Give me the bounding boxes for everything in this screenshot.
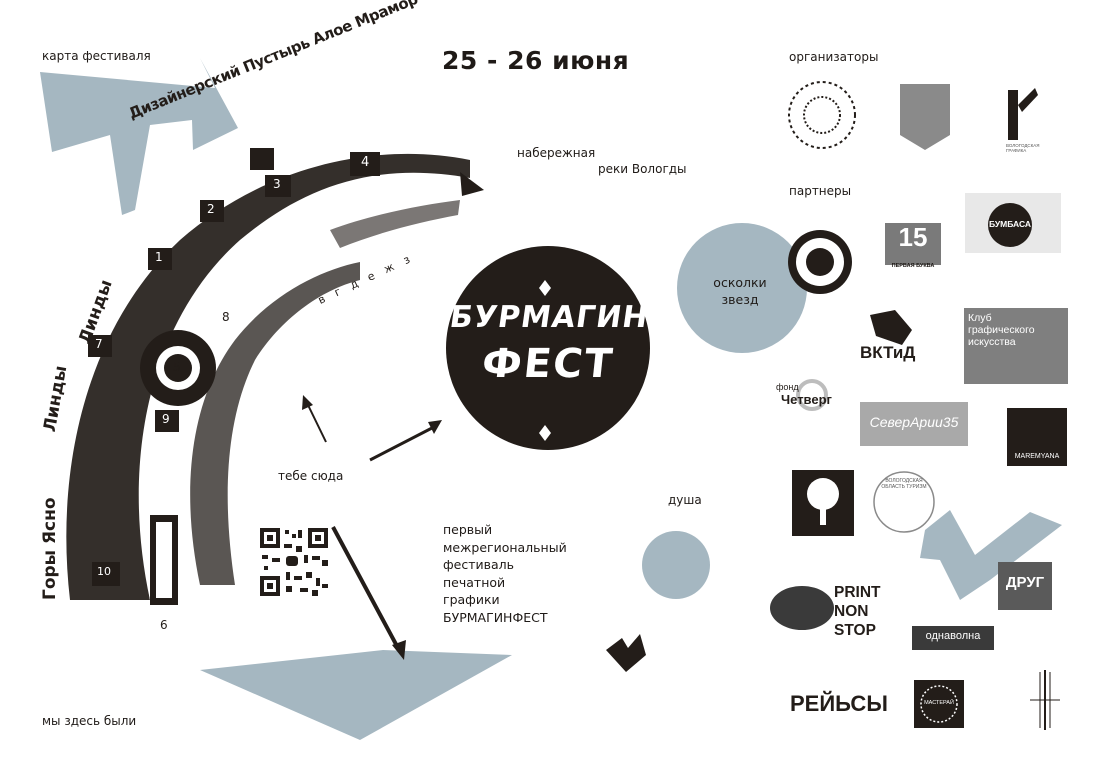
print-non-stop-logo: PRINT NON STOP: [834, 583, 881, 640]
partner-logo-shapes: [770, 81, 1068, 730]
chetverg-logo-text: Четверг: [781, 392, 832, 407]
vktid-logo-text: ВКТиД: [860, 343, 916, 362]
come-here-label: тебе сюда: [278, 469, 344, 483]
print-line1: PRINT: [834, 584, 881, 601]
festival-logo: БУРМАГИН ФЕСТ: [447, 300, 651, 387]
we-were-here-label: мы здесь были: [42, 714, 137, 728]
festival-logo-diamonds: [539, 280, 551, 441]
reitsy-logo-text: РЕЙЬСЫ: [790, 691, 888, 716]
map-marker-2: 2: [207, 202, 215, 216]
print-line3: STOP: [834, 622, 876, 639]
map-left-text-1: Горы Ясно: [40, 497, 60, 600]
severarii-logo-text: СеверАрии35: [869, 414, 959, 430]
maremyana-logo-text: MAREMYANA: [1014, 453, 1060, 460]
klub-logo-text: Клуб графического искусства: [968, 312, 1035, 348]
festival-logo-line1: БУРМАГИН: [447, 300, 651, 335]
festival-logo-circle: [446, 246, 650, 450]
embankment-label-line2: реки Вологды: [598, 162, 687, 176]
klub-line1: Клуб: [968, 312, 992, 324]
blue-chevron-right: [920, 510, 1062, 600]
pervaya-bukva-number: 15: [898, 222, 928, 252]
festival-date: 25 - 26 июня: [442, 46, 630, 75]
klub-line3: искусства: [968, 336, 1016, 348]
qr-code: [260, 528, 328, 596]
drug-logo-text: ДРУГ: [1005, 574, 1045, 591]
arrow-map-top: [460, 172, 484, 196]
klub-line2: графического: [968, 324, 1035, 336]
pervaya-bukva-label: ПЕРВАЯ БУКВА: [891, 263, 935, 269]
festival-description: первый межрегиональный фестиваль печатно…: [443, 522, 567, 625]
map-marker-4: 4: [361, 155, 370, 170]
map-marker-6: 6: [160, 618, 168, 632]
soul-label: душа: [668, 493, 702, 507]
vologda-tourism-logo-text: ВОЛОГОДСКАЯ ОБЛАСТЬ ТУРИЗМ: [881, 478, 927, 490]
vologda-lit-logo-text: ВОЛОГОДСКАЯ ГРАФИКА: [1006, 143, 1040, 153]
star-shards-line1: осколки: [713, 275, 767, 290]
map-markers: [88, 148, 380, 586]
organizers-heading: организаторы: [789, 50, 879, 64]
fond-label: фонд: [776, 382, 799, 392]
star-shards-label: осколки звезд: [700, 274, 780, 308]
arrow-to-logo: [369, 420, 442, 462]
festival-map-label: карта фестиваля: [42, 49, 151, 63]
partners-heading: партнеры: [789, 184, 852, 198]
blue-arrow-top-left: [40, 58, 238, 215]
map-marker-8: 8: [222, 310, 230, 324]
star-shards-line2: звезд: [721, 292, 759, 307]
embankment-label-line1: набережная: [517, 146, 596, 160]
arrow-up-small: [302, 395, 327, 443]
map-marker-7: 7: [95, 337, 103, 351]
masterai-logo-text: МАСТЕРАЙ: [924, 700, 954, 706]
map-marker-5: 5: [173, 360, 181, 374]
map-marker-10: 10: [97, 565, 111, 578]
map-marker-1: 1: [155, 250, 163, 264]
odnavolna-logo-text: однаволна: [925, 630, 981, 642]
blue-trapezoid-bottom: [200, 650, 512, 740]
dark-heart: [606, 634, 646, 672]
arrow-down-long: [331, 526, 406, 660]
festival-logo-line2: ФЕСТ: [479, 341, 617, 387]
map-marker-3: 3: [273, 177, 281, 191]
soul-circle: [642, 531, 710, 599]
map-marker-9: 9: [162, 412, 170, 426]
print-line2: NON: [834, 603, 869, 620]
star-shards-circle: [677, 223, 807, 353]
bumbasa-logo-text: БУМБАСА: [988, 219, 1032, 229]
